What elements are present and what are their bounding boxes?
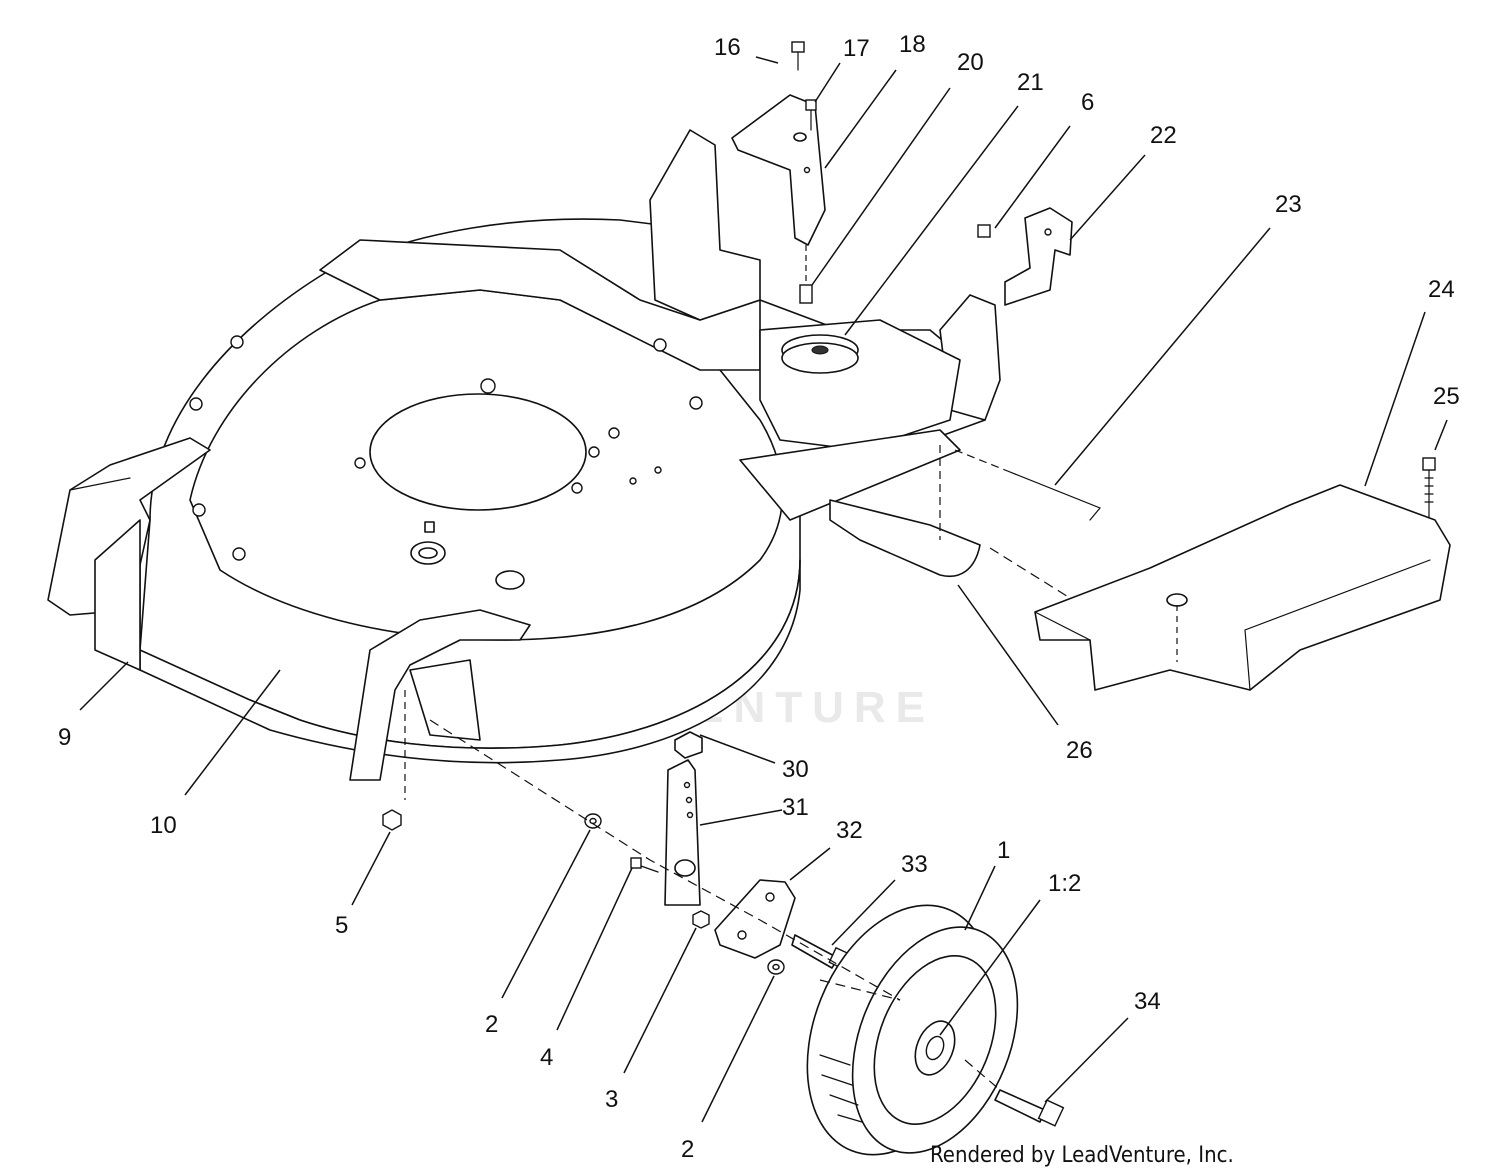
bolt-34 (994, 1089, 1065, 1127)
spacer-20 (799, 245, 813, 304)
callout-31: 31 (782, 794, 809, 821)
bracket-22 (977, 207, 1073, 306)
tube-26 (829, 445, 1071, 599)
cover-24 (1034, 484, 1451, 691)
wheel-bracket-32 (714, 879, 796, 959)
credit-text: Rendered by LeadVenture, Inc. (930, 1143, 1234, 1168)
callout-2-lower: 2 (681, 1136, 694, 1163)
callout-6: 6 (1081, 89, 1094, 116)
adjuster-bracket-31 (664, 759, 701, 906)
bolt-25 (1422, 457, 1436, 519)
callout-21: 21 (1017, 69, 1044, 96)
callout-20: 20 (957, 49, 984, 76)
height-bracket (731, 94, 826, 246)
bumper-right (349, 609, 531, 781)
callout-34: 34 (1134, 988, 1161, 1015)
callout-32: 32 (836, 817, 863, 844)
callout-24: 24 (1428, 276, 1455, 303)
callout-18: 18 (899, 31, 926, 58)
callout-17: 17 (843, 35, 870, 62)
callout-labels: 16 17 18 20 21 6 22 23 24 25 9 10 26 30 … (58, 31, 1460, 1163)
callout-25: 25 (1433, 383, 1460, 410)
leader-lines (79, 56, 1448, 1123)
nut-3 (692, 910, 710, 929)
callout-5: 5 (335, 912, 348, 939)
mower-deck (139, 129, 1001, 764)
nut-5 (382, 809, 402, 831)
callout-23: 23 (1275, 191, 1302, 218)
callout-9: 9 (58, 724, 71, 751)
callout-1-2: 1:2 (1048, 870, 1081, 897)
callout-3: 3 (605, 1086, 618, 1113)
bolt-16 (791, 41, 805, 71)
washer-2-lower (767, 959, 785, 975)
callout-2-upper: 2 (485, 1011, 498, 1038)
callout-16: 16 (714, 34, 741, 61)
wheel-1 (806, 904, 1019, 1156)
bumper-left (47, 437, 211, 671)
callout-22: 22 (1150, 122, 1177, 149)
knob-30 (674, 731, 703, 759)
screw-17 (805, 99, 817, 131)
callout-26: 26 (1066, 737, 1093, 764)
callout-10: 10 (150, 812, 177, 839)
screw-4 (630, 857, 659, 873)
callout-33: 33 (901, 851, 928, 878)
washer-2-upper (584, 813, 602, 829)
rod-23 (954, 449, 1101, 521)
callout-30: 30 (782, 756, 809, 783)
callout-4: 4 (540, 1044, 553, 1071)
callout-1: 1 (997, 837, 1010, 864)
